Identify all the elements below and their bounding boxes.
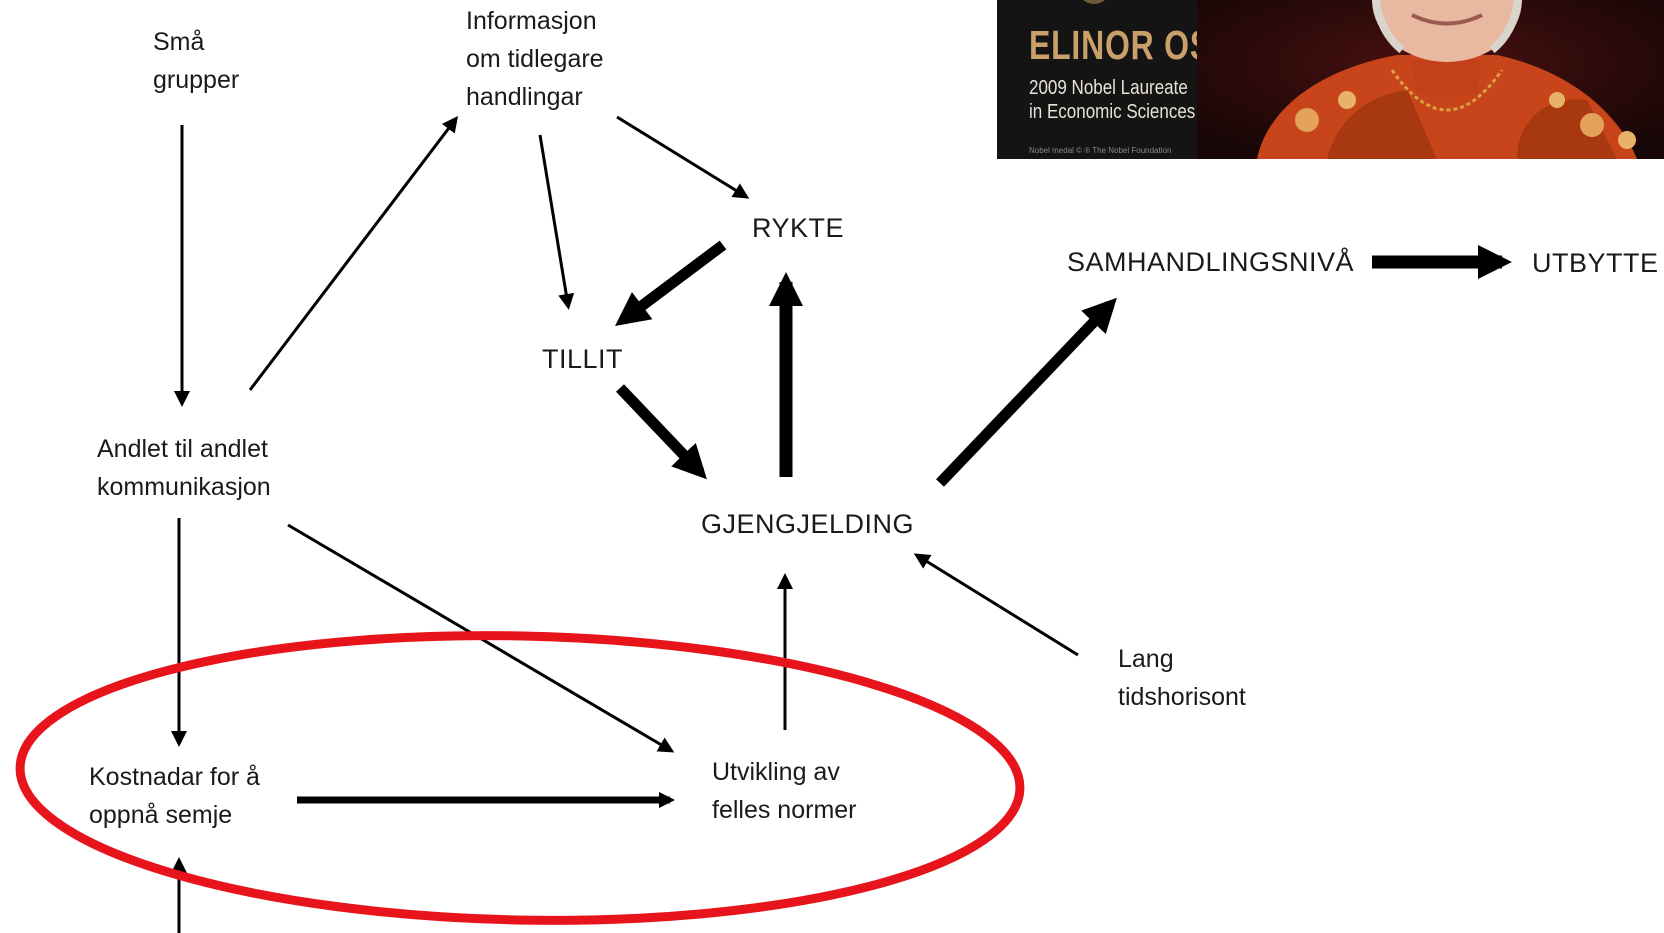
node-utbytte-label: UTBYTTE	[1532, 248, 1659, 278]
portrait-image	[1197, 0, 1664, 159]
node-informasjon: Informasjon om tidlegare handlingar	[466, 2, 604, 116]
arrow-tillit-to-gjengjelding	[616, 384, 707, 480]
node-andlet: Andlet til andlet kommunikasjon	[97, 430, 271, 506]
banner-subtitle: 2009 Nobel Laureate in Economic Sciences	[1029, 76, 1195, 124]
arrow-gjengjelding-to-samhandlingsniva	[936, 297, 1117, 487]
node-gjengjelding: GJENGJELDING	[701, 505, 914, 543]
node-sma-grupper-line-2: grupper	[153, 66, 240, 94]
node-informasjon-line-2: om tidlegare	[466, 45, 604, 73]
banner-credit: Nobel medal © ® The Nobel Foundation	[1029, 146, 1172, 155]
node-lang-tidshorisont: Lang tidshorisont	[1118, 640, 1246, 716]
node-kostnadar-line-1: Kostnadar for å	[89, 763, 260, 791]
node-kostnadar-line-2: oppnå semje	[89, 801, 233, 829]
node-andlet-line-1: Andlet til andlet	[97, 435, 268, 463]
node-tillit-label: TILLIT	[542, 344, 624, 374]
arrow-informasjon-to-rykte	[616, 115, 750, 199]
arrow-informasjon-to-tillit	[538, 134, 575, 310]
node-sma-grupper: Små grupper	[153, 23, 239, 99]
arrow-rykte-to-tillit	[615, 240, 727, 326]
node-samhandlingsniva: SAMHANDLINGSNIVÅ	[1067, 243, 1354, 281]
node-andlet-line-2: kommunikasjon	[97, 473, 271, 501]
node-samhandlingsniva-label: SAMHANDLINGSNIVÅ	[1067, 247, 1355, 277]
node-informasjon-line-3: handlingar	[466, 83, 583, 111]
node-utbytte: UTBYTTE	[1532, 244, 1659, 282]
highlight-ellipse	[15, 631, 1025, 925]
node-lang-line-2: tidshorisont	[1118, 683, 1246, 711]
banner-subtitle-line-1: 2009 Nobel Laureate	[1029, 77, 1188, 99]
nobel-medal-icon	[1077, 0, 1111, 4]
arrow-lang-to-gjengjelding	[913, 553, 1079, 657]
node-utvikling-line-2: felles normer	[712, 796, 857, 824]
arrow-andlet-to-informasjon	[248, 116, 459, 391]
node-sma-grupper-line-1: Små	[153, 28, 205, 56]
node-rykte: RYKTE	[752, 209, 844, 247]
node-utvikling-line-1: Utvikling av	[712, 758, 840, 786]
banner-subtitle-line-2: in Economic Sciences	[1029, 101, 1196, 123]
node-kostnadar: Kostnadar for å oppnå semje	[89, 758, 260, 834]
node-tillit: TILLIT	[542, 340, 623, 378]
node-utvikling: Utvikling av felles normer	[712, 753, 857, 829]
node-gjengjelding-label: GJENGJELDING	[701, 509, 915, 539]
node-informasjon-line-1: Informasjon	[466, 7, 597, 35]
node-lang-line-1: Lang	[1118, 645, 1174, 673]
elinor-ostrom-banner: ELINOR OSTROM 2009 Nobel Laureate in Eco…	[997, 0, 1664, 159]
node-rykte-label: RYKTE	[752, 213, 845, 243]
